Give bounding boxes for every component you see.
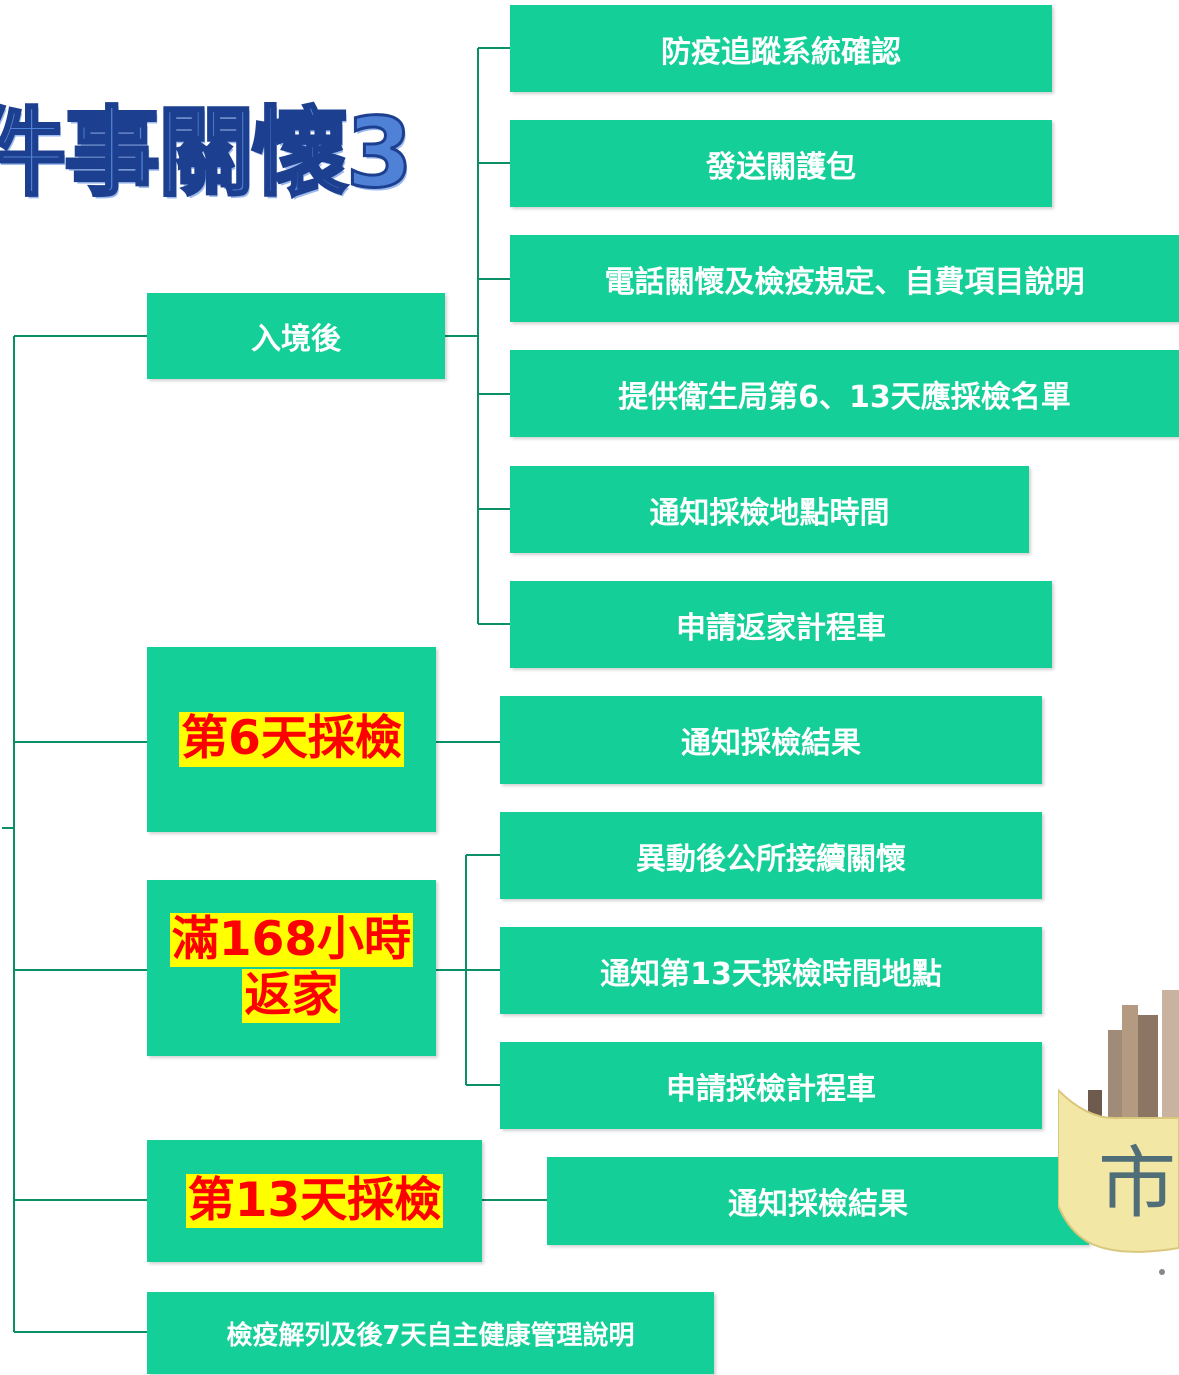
entry-child-label: 防疫追蹤系統確認 xyxy=(661,34,901,70)
entry-child-node: 申請返家計程車 xyxy=(510,581,1052,668)
node-home168: 滿168小時 返家 xyxy=(147,880,436,1056)
node-day13: 第13天採檢 xyxy=(147,1140,482,1262)
node-home168-label-2: 返家 xyxy=(242,968,341,1024)
home168-child-node: 異動後公所接續關懷 xyxy=(500,812,1042,899)
city-logo-glyph: 市 xyxy=(1098,1139,1176,1229)
node-day6: 第6天採檢 xyxy=(147,647,436,832)
entry-child-node: 電話關懷及檢疫規定、自費項目說明 xyxy=(510,235,1179,322)
node-home168-label-1: 滿168小時 xyxy=(169,911,414,967)
node-release: 檢疫解列及後7天自主健康管理說明 xyxy=(147,1292,714,1374)
home168-child-label: 異動後公所接續關懷 xyxy=(636,841,906,877)
entry-child-label: 電話關懷及檢疫規定、自費項目說明 xyxy=(604,264,1085,300)
entry-child-label: 發送關護包 xyxy=(706,149,856,185)
city-logo-icon: 市 xyxy=(1058,990,1179,1275)
entry-child-label: 提供衛生局第6、13天應採檢名單 xyxy=(618,379,1071,415)
entry-child-node: 通知採檢地點時間 xyxy=(510,466,1029,553)
home168-child-label: 通知第13天採檢時間地點 xyxy=(600,956,942,992)
entry-child-node: 防疫追蹤系統確認 xyxy=(510,5,1052,92)
entry-child-node: 提供衛生局第6、13天應採檢名單 xyxy=(510,350,1179,437)
day13-child-label: 通知採檢結果 xyxy=(728,1187,908,1222)
node-day6-label: 第6天採檢 xyxy=(179,711,404,767)
home168-child-node: 通知第13天採檢時間地點 xyxy=(500,927,1042,1014)
page-title: 件事關懷3 xyxy=(0,97,414,210)
entry-child-label: 申請返家計程車 xyxy=(676,610,886,646)
node-day13-label: 第13天採檢 xyxy=(185,1172,444,1229)
entry-child-node: 發送關護包 xyxy=(510,120,1052,207)
day6-child-node: 通知採檢結果 xyxy=(500,696,1042,784)
home168-child-label: 申請採檢計程車 xyxy=(666,1071,876,1107)
entry-child-label: 通知採檢地點時間 xyxy=(649,495,890,531)
day13-child-node: 通知採檢結果 xyxy=(547,1157,1089,1245)
home168-child-node: 申請採檢計程車 xyxy=(500,1042,1042,1129)
node-entry: 入境後 xyxy=(147,293,445,379)
node-release-label: 檢疫解列及後7天自主健康管理說明 xyxy=(226,1320,635,1351)
node-entry-label: 入境後 xyxy=(251,322,341,357)
day6-child-label: 通知採檢結果 xyxy=(681,726,861,761)
